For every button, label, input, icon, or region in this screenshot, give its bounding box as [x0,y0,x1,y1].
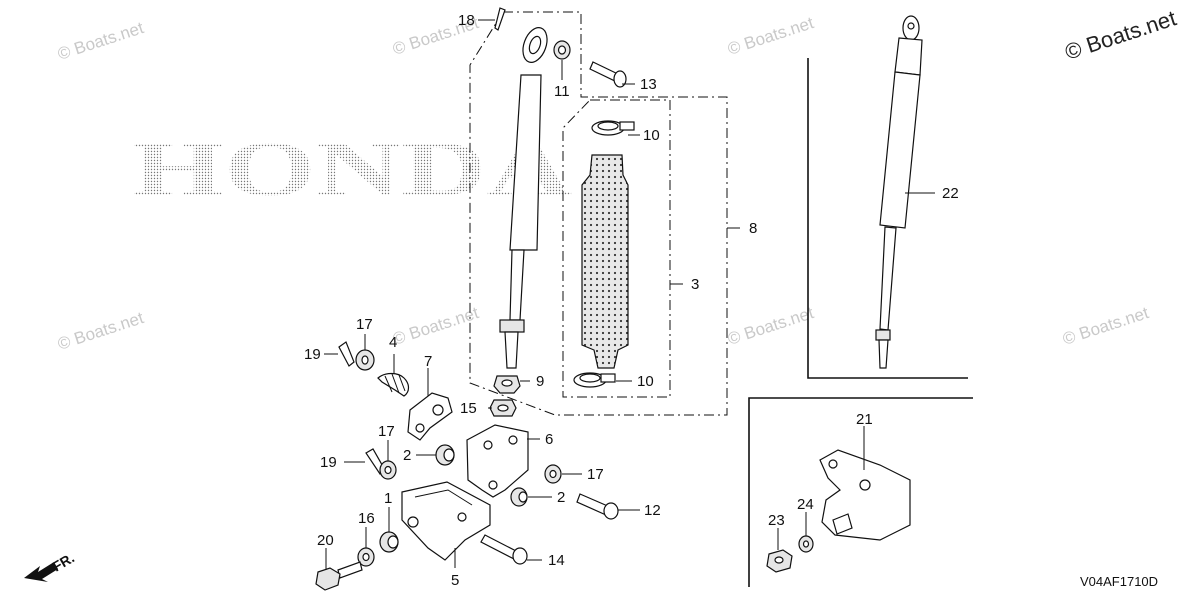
callout-14: 14 [548,552,565,569]
diagram-code: V04AF1710D [1080,574,1158,589]
callout-21: 21 [856,411,873,428]
callout-5: 5 [451,572,459,589]
callout-3: 3 [691,276,699,293]
part-2-bushing-lower [510,487,528,507]
part-17-washer-lower-left [379,460,397,480]
callout-6: 6 [545,431,553,448]
panel-22-frame [807,58,968,379]
part-6-bracket [466,424,529,498]
part-3-bellows [581,154,629,369]
callout-24: 24 [797,496,814,513]
callouts: 18 11 13 10 8 3 22 9 10 15 17 19 4 7 17 … [304,12,959,589]
assembly-8-boundary [469,11,728,416]
part-21-bracket [819,449,911,541]
callout-18: 18 [458,12,475,29]
callout-1: 1 [384,490,392,507]
callout-19-upper: 19 [304,346,321,363]
watermark-3: © Boats.net [725,13,816,59]
part-10-clamp-top [591,120,635,136]
front-direction-arrow: FR. [24,549,77,582]
part-4-spring [377,372,410,397]
callout-4: 4 [389,334,397,351]
callout-17-left: 17 [378,423,395,440]
part-13-pin [589,61,627,88]
callout-20: 20 [317,532,334,549]
callout-23: 23 [768,512,785,529]
callout-13: 13 [640,76,657,93]
watermark-5: © Boats.net [55,308,146,354]
callout-8: 8 [749,220,757,237]
callout-10-bottom: 10 [637,373,654,390]
callout-19-lower: 19 [320,454,337,471]
part-18-clip [494,7,506,31]
part-22-gas-strut [875,15,923,369]
part-1-bushing [379,531,399,553]
part-10-clamp-bottom [573,372,616,388]
part-5-bracket [401,481,491,561]
watermark-7: © Boats.net [725,303,816,349]
callout-2-lower: 2 [557,489,565,506]
callout-10-top: 10 [643,127,660,144]
leader-lines [324,19,935,570]
part-14-pin [480,534,528,565]
callout-7: 7 [424,353,432,370]
part-9-nut [493,375,521,394]
part-24-washer [798,535,814,553]
part-7-bracket [407,392,453,441]
part-19-clip-upper [338,341,355,367]
part-2-bushing-upper [435,444,455,466]
part-17-washer-lower-right [544,464,562,484]
callout-2-upper: 2 [403,447,411,464]
part-15-nut [489,399,517,417]
callout-17-upper: 17 [356,316,373,333]
part-23-nut [766,549,793,573]
callout-9: 9 [536,373,544,390]
callout-22: 22 [942,185,959,202]
honda-logo: HONDA [132,125,572,212]
watermark-6: © Boats.net [390,303,481,349]
part-20-bolt [315,561,363,591]
callout-12: 12 [644,502,661,519]
watermark-4: © Boats.net [1062,5,1179,64]
panel-21-frame [748,397,973,587]
callout-16: 16 [358,510,375,527]
part-11-nut [553,40,571,60]
callout-11: 11 [554,83,570,100]
watermark-1: © Boats.net [55,18,146,64]
callout-15: 15 [460,400,477,417]
watermark-8: © Boats.net [1060,303,1151,349]
assembly-3-boundary [562,99,671,398]
gas-strut-assembly [499,27,548,369]
part-17-washer-upper [355,349,375,371]
callout-17-right: 17 [587,466,604,483]
part-12-pin [576,493,619,520]
